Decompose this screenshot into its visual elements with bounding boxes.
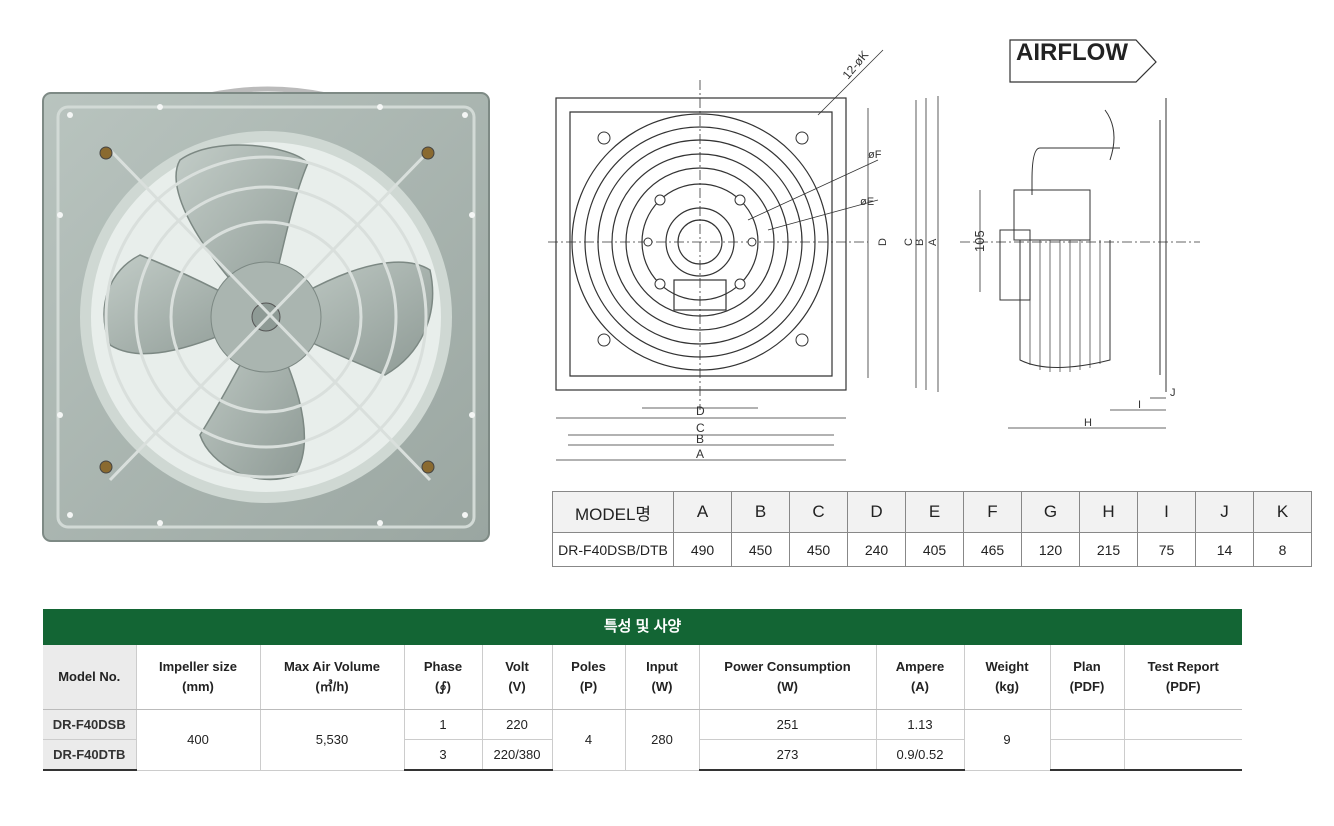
model-dtb: DR-F40DTB (43, 739, 136, 771)
spec-header-impeller: Impeller size(mm) (135, 645, 260, 710)
dim-value-h: 215 (1079, 532, 1138, 567)
dim-header-g: G (1021, 491, 1080, 533)
dim-b-label: B (696, 432, 704, 446)
dim-value-g: 120 (1021, 532, 1080, 567)
dim-a-vert-label: A (927, 238, 939, 246)
ampere-dsb: 1.13 (875, 709, 964, 740)
dim-d-label: D (696, 404, 705, 418)
test-report-pdf-dsb[interactable] (1123, 709, 1242, 740)
side-view-drawing: AIRFLOW 105 H I J (960, 39, 1200, 429)
table-row: DR-F40DSB 400 5,530 1 220 4 280 251 1.13… (43, 709, 1242, 771)
spec-header-power: Power Consumption(W) (698, 645, 876, 710)
dim-j-label: J (1170, 387, 1176, 399)
dim-header-e: E (905, 491, 964, 533)
table-row: DR-F40DTB 3 220/380 273 0.9/0.52 (43, 739, 1242, 771)
power-dtb: 273 (698, 739, 876, 771)
e-label: øE (860, 196, 874, 208)
input: 280 (624, 709, 699, 771)
dimension-table: MODEL명 A B C D E F G H I J K DR-F40DSB/D… (552, 491, 1312, 567)
spec-header-weight: Weight(kg) (963, 645, 1050, 710)
dim-b-vert-label: B (914, 239, 926, 246)
spec-header-volt: Volt(V) (481, 645, 552, 710)
phase-dsb: 1 (403, 709, 482, 740)
dim-c-label: C (696, 421, 705, 435)
ampere-dtb: 0.9/0.52 (875, 739, 964, 771)
power-dsb: 251 (698, 709, 876, 740)
impeller-size: 400 (135, 709, 260, 771)
dim-header-k: K (1253, 491, 1312, 533)
phase-dtb: 3 (403, 739, 482, 771)
dimension-data-row: DR-F40DSB/DTB 490 450 450 240 405 465 12… (552, 532, 1312, 567)
dim-header-b: B (731, 491, 790, 533)
spec-title: 특성 및 사양 (43, 609, 1242, 645)
test-report-pdf-dtb[interactable] (1123, 739, 1242, 771)
spec-table: Model No. Impeller size(mm) Max Air Volu… (43, 645, 1242, 771)
spec-header-model: Model No. (43, 645, 136, 710)
f-label: øF (868, 149, 882, 161)
fan-product-photo (42, 86, 490, 542)
plan-pdf-dtb[interactable] (1049, 739, 1124, 771)
dim-c-vert-label: C (903, 238, 915, 246)
air-volume: 5,530 (259, 709, 404, 771)
dim-value-j: 14 (1195, 532, 1254, 567)
dim-header-i: I (1137, 491, 1196, 533)
spec-header-phase: Phase(∮) (403, 645, 482, 710)
hole-label: 12-øK (840, 48, 872, 82)
dim-value-k: 8 (1253, 532, 1312, 567)
spec-header-test-report: Test Report(PDF) (1123, 645, 1242, 710)
weight: 9 (963, 709, 1050, 771)
dim-105-label: 105 (972, 230, 987, 252)
dim-value-a: 490 (673, 532, 732, 567)
airflow-label: AIRFLOW (1016, 39, 1128, 66)
dim-header-j: J (1195, 491, 1254, 533)
dim-header-c: C (789, 491, 848, 533)
spec-header-air-volume: Max Air Volume(㎥/h) (259, 645, 404, 710)
spec-header-row: Model No. Impeller size(mm) Max Air Volu… (43, 645, 1242, 710)
dim-value-c: 450 (789, 532, 848, 567)
dim-value-f: 465 (963, 532, 1022, 567)
plan-pdf-dsb[interactable] (1049, 709, 1124, 740)
dim-value-model: DR-F40DSB/DTB (552, 532, 674, 567)
dim-header-h: H (1079, 491, 1138, 533)
dim-header-a: A (673, 491, 732, 533)
front-view-drawing: 12-øK øF øE D C B A D C B A (548, 48, 939, 461)
spec-header-input: Input(W) (624, 645, 699, 710)
volt-dsb: 220 (481, 709, 552, 740)
dim-header-f: F (963, 491, 1022, 533)
dimension-header-row: MODEL명 A B C D E F G H I J K (552, 491, 1312, 533)
spec-header-poles: Poles(P) (551, 645, 625, 710)
poles: 4 (551, 709, 625, 771)
dim-header-model: MODEL명 (552, 491, 674, 533)
dim-a-label: A (696, 447, 704, 461)
dim-value-e: 405 (905, 532, 964, 567)
dim-h-label: H (1084, 417, 1092, 429)
spec-header-plan: Plan(PDF) (1049, 645, 1124, 710)
dim-header-d: D (847, 491, 906, 533)
spec-header-ampere: Ampere(A) (875, 645, 964, 710)
spec-section: 특성 및 사양 Model No. Impeller size(mm) Max … (43, 609, 1242, 771)
dim-value-b: 450 (731, 532, 790, 567)
model-dsb: DR-F40DSB (43, 709, 136, 740)
dim-value-i: 75 (1137, 532, 1196, 567)
volt-dtb: 220/380 (481, 739, 552, 771)
dim-value-d: 240 (847, 532, 906, 567)
dim-d-vert-label: D (877, 238, 889, 246)
dim-i-label: I (1138, 399, 1141, 411)
